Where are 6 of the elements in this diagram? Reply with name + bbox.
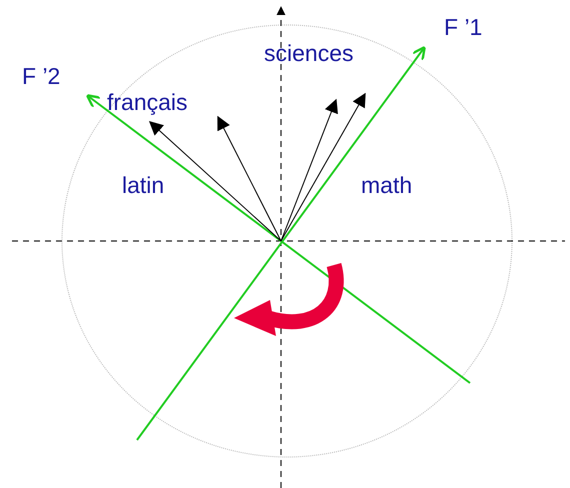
axis-label: français	[107, 91, 188, 114]
axis-label: F ’1	[444, 16, 482, 39]
axis-label: F ’2	[22, 65, 60, 88]
axis-label: math	[361, 174, 412, 197]
axis-label: sciences	[264, 42, 354, 65]
axis-label: latin	[122, 174, 164, 197]
